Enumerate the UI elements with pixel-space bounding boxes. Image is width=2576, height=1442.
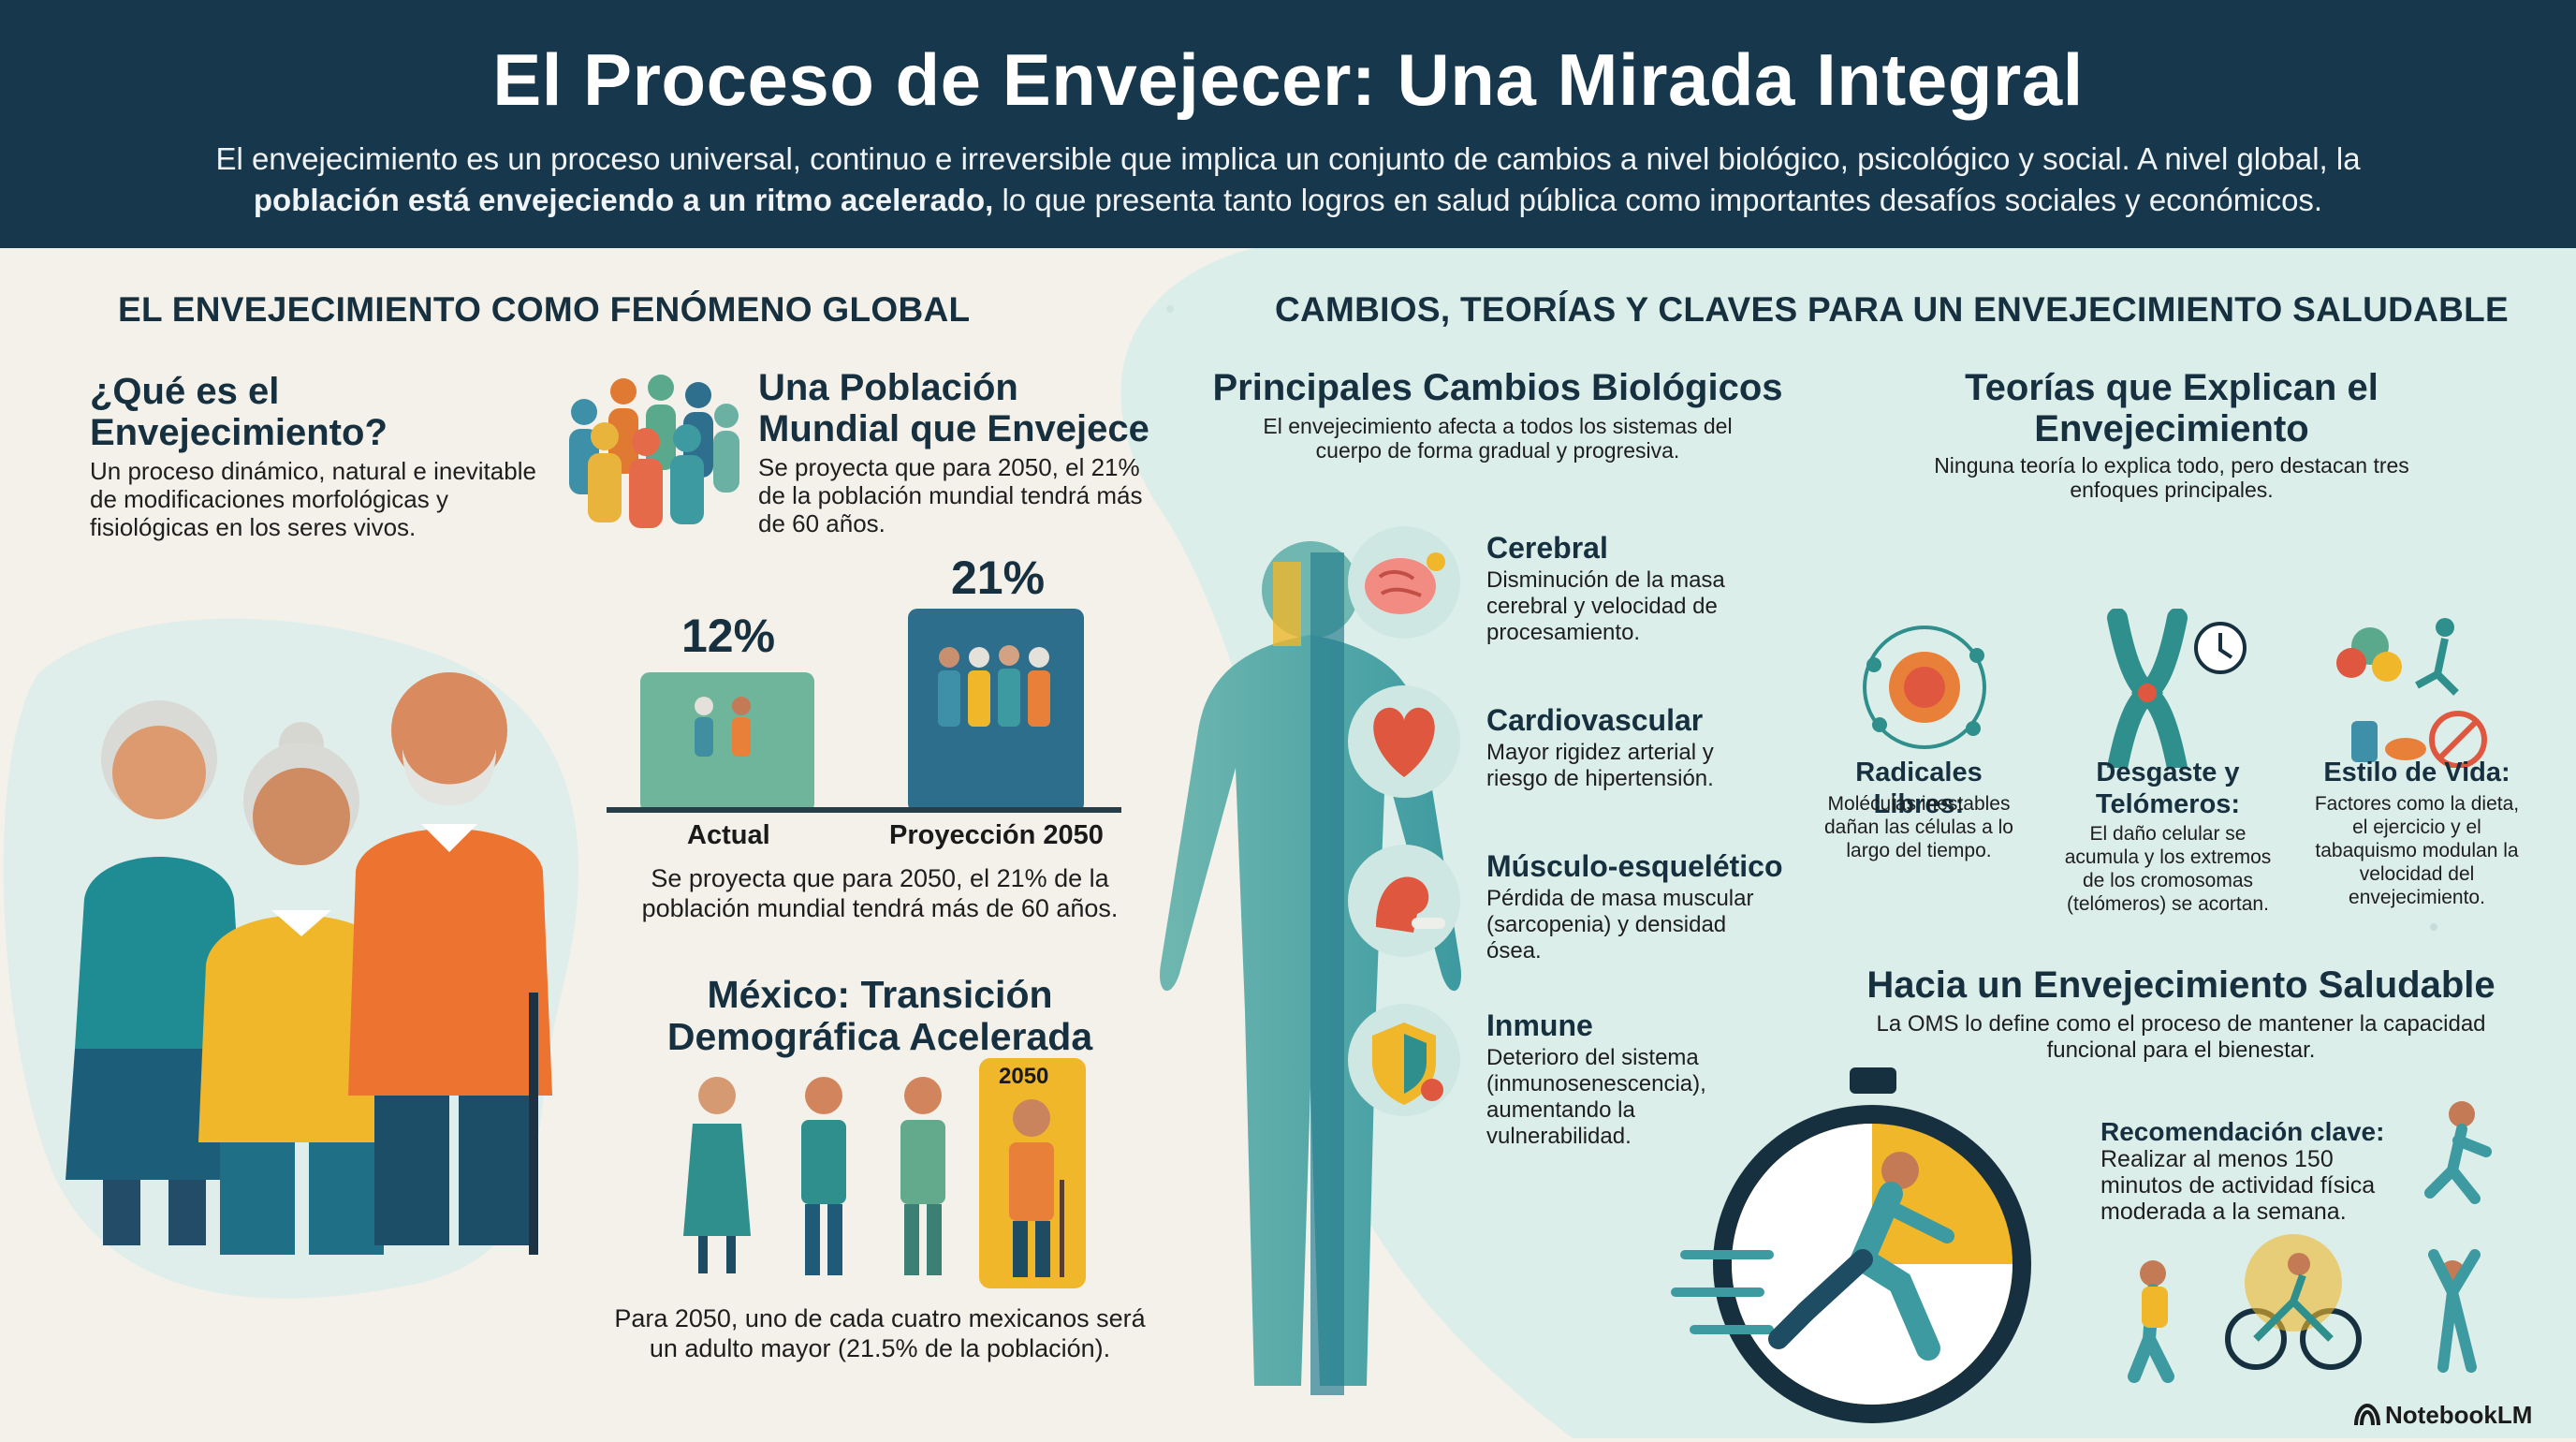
mexico-title: México: Transición Demográfica Acelerada xyxy=(666,973,1093,1058)
brain-icon xyxy=(1348,526,1460,639)
dancer-icon xyxy=(2428,1249,2481,1373)
bars-caption: Se proyecta que para 2050, el 21% de la … xyxy=(641,864,1119,922)
theories-subtitle: Ninguna teoría lo explica todo, pero des… xyxy=(1934,453,2409,502)
subtitle-bold: población está envejeciendo a un ritmo a… xyxy=(253,183,994,217)
heart-icon xyxy=(1348,685,1460,798)
right-section-title: CAMBIOS, TEORÍAS Y CLAVES PARA UN ENVEJE… xyxy=(1275,290,2510,329)
theory-2-title: Desgaste y Telómeros: xyxy=(2095,758,2241,819)
recommendation-title: Recomendación clave: xyxy=(2100,1117,2385,1146)
bio-item-1-text: Disminución de la masa cerebral y veloci… xyxy=(1486,567,1725,645)
theory-1-text: Moléculas inestables dañan las células a… xyxy=(1824,793,2013,861)
mexico-figures xyxy=(683,1058,1086,1288)
mexico-figure-2050 xyxy=(979,1058,1086,1288)
theory-3-title: Estilo de Vida: xyxy=(2323,758,2510,787)
mexico-figure-3 xyxy=(900,1077,945,1275)
muscle-icon xyxy=(1348,845,1460,957)
subtitle-line1: El envejecimiento es un proceso universa… xyxy=(215,141,2361,176)
subtitle-rest: lo que presenta tanto logros en salud pú… xyxy=(993,183,2323,217)
bio-item-4-title: Inmune xyxy=(1486,1008,1593,1042)
bio-item-1-title: Cerebral xyxy=(1486,531,1608,565)
cyclist-icon xyxy=(2225,1234,2362,1370)
left-section-title: EL ENVEJECIMIENTO COMO FENÓMENO GLOBAL xyxy=(118,290,971,329)
chromosome-icon xyxy=(2107,609,2247,768)
projection-label: Proyección 2050 xyxy=(889,820,1104,850)
mexico-caption: Para 2050, uno de cada cuatro mexicanos … xyxy=(614,1304,1146,1362)
bio-item-3-text: Pérdida de masa muscular (sarcopenia) y … xyxy=(1486,886,1754,964)
bar-projection xyxy=(908,609,1084,813)
population-bars xyxy=(607,609,1121,813)
bio-item-3-title: Músculo-esquelético xyxy=(1486,849,1783,883)
organ-circles xyxy=(1348,526,1460,1116)
theory-3-text: Factores como la dieta, el ejercicio y e… xyxy=(2314,793,2520,908)
bio-item-2-title: Cardiovascular xyxy=(1486,703,1704,737)
crowd-icon xyxy=(569,375,739,528)
world-title: Una Población Mundial que Envejece xyxy=(758,367,1149,449)
activity-icons xyxy=(2128,1101,2492,1383)
body-silhouette xyxy=(1160,541,1461,1395)
bio-subtitle: El envejecimiento afecta a todos los sis… xyxy=(1263,414,1733,463)
header-banner xyxy=(0,0,2576,248)
bar-projection-people xyxy=(938,645,1050,727)
theory-icons xyxy=(1863,609,2487,768)
bio-item-4-text: Deterioro del sistema (inmunosenescencia… xyxy=(1486,1045,1706,1149)
bio-title: Principales Cambios Biológicos xyxy=(1212,367,1783,408)
brand-label: NotebookLM xyxy=(2385,1401,2533,1429)
page-title: El Proceso de Envejecer: Una Mirada Inte… xyxy=(492,38,2084,121)
runner-woman-icon xyxy=(2424,1101,2492,1204)
walker-icon xyxy=(2128,1260,2174,1383)
lifestyle-icon xyxy=(2336,618,2487,768)
bio-item-2-text: Mayor rigidez arterial y riesgo de hiper… xyxy=(1486,740,1714,791)
bar-actual xyxy=(640,672,814,813)
mexico-figure-2 xyxy=(801,1077,846,1275)
bar-actual-people xyxy=(695,697,751,757)
senior-woman-left xyxy=(66,700,253,1245)
theory-2-text: El daño celular se acumula y los extremo… xyxy=(2064,823,2272,915)
healthy-title: Hacia un Envejecimiento Saludable xyxy=(1866,964,2496,1006)
seniors-illustration xyxy=(66,672,552,1255)
bars-baseline xyxy=(607,807,1121,813)
molecule-icon xyxy=(1863,625,1986,749)
senior-man-right xyxy=(348,672,552,1255)
shield-icon xyxy=(1348,1004,1460,1116)
notebooklm-logo-icon xyxy=(2354,1403,2380,1426)
mexico-figure-1 xyxy=(683,1077,751,1273)
healthy-subtitle: La OMS lo define como el proceso de mant… xyxy=(1876,1011,2486,1063)
projection-pct: 21% xyxy=(951,552,1046,604)
theory-1-title: Radicales Libres: xyxy=(1855,758,1983,819)
what-is-title: ¿Qué es el Envejecimiento? xyxy=(90,371,388,453)
world-text: Se proyecta que para 2050, el 21% de la … xyxy=(758,453,1143,537)
what-is-text: Un proceso dinámico, natural e inevitabl… xyxy=(90,457,536,541)
actual-label: Actual xyxy=(687,820,770,850)
mexico-2050-badge: 2050 xyxy=(999,1064,1049,1089)
stopwatch-runner-icon xyxy=(1671,1067,2031,1423)
page-subtitle: El envejecimiento es un proceso universa… xyxy=(168,139,2408,221)
theories-title: Teorías que Explican el Envejecimiento xyxy=(1965,367,2378,449)
actual-pct: 12% xyxy=(681,610,776,662)
recommendation-text: Realizar al menos 150 minutos de activid… xyxy=(2100,1146,2376,1225)
